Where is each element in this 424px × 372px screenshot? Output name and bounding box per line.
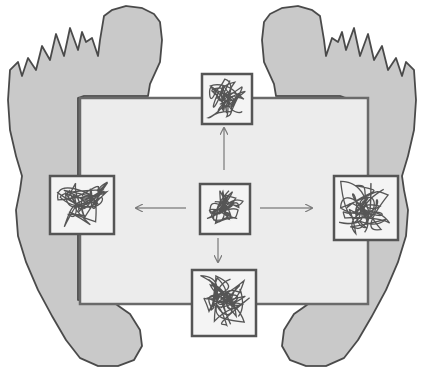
texture-tile-bottom <box>192 270 256 336</box>
texture-tile-right <box>334 176 398 240</box>
texture-tile-center <box>200 184 250 234</box>
texture-tile-top <box>202 74 252 124</box>
texture-tile-left <box>50 176 114 234</box>
